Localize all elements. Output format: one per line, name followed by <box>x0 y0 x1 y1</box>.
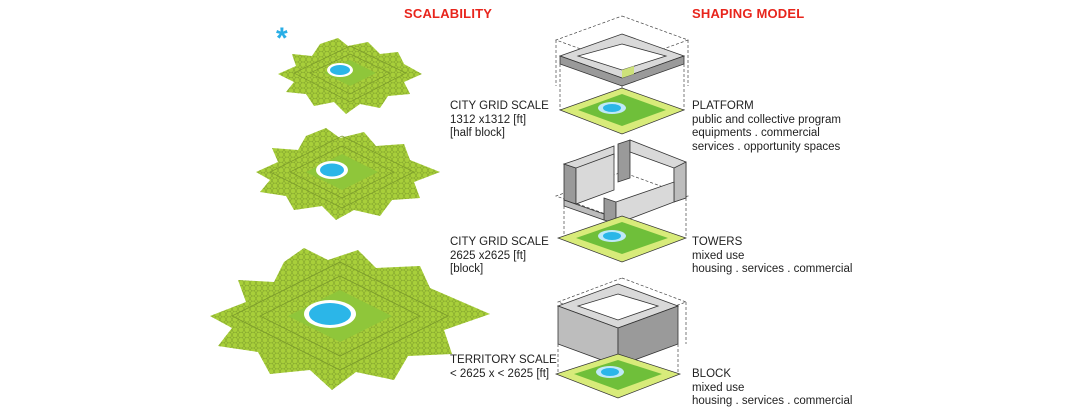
model-label-line: housing . services . commercial <box>692 263 853 275</box>
model-label-block: BLOCK mixed use housing . services . com… <box>692 368 852 409</box>
model-label-line: housing . services . commercial <box>692 395 853 407</box>
scale-label-territory: TERRITORY SCALE < 2625 x < 2625 [ft] <box>450 354 557 381</box>
scale-label-line: [half block] <box>450 127 505 139</box>
model-towers <box>554 139 690 263</box>
scale-label-line: 2625 x2625 [ft] <box>450 249 527 262</box>
scale-label-line: TERRITORY SCALE <box>450 354 557 366</box>
model-platform <box>554 15 690 135</box>
scale-label-line: < 2625 x < 2625 [ft] <box>450 367 550 380</box>
model-label-line: equipments . commercial <box>692 127 820 139</box>
asterisk-marker: * <box>276 22 288 55</box>
model-label-line: TOWERS <box>692 236 743 248</box>
scale-label-block: CITY GRID SCALE 2625 x2625 [ft] [block] <box>450 236 549 277</box>
model-label-line: BLOCK <box>692 368 731 380</box>
scale-label-line: CITY GRID SCALE <box>450 236 549 248</box>
model-label-line: services . opportunity spaces <box>692 140 841 153</box>
model-label-line: mixed use <box>692 249 745 262</box>
shaping-model-header: SHAPING MODEL <box>692 6 805 21</box>
scale-label-half-block: CITY GRID SCALE 1312 x1312 [ft] [half bl… <box>450 100 549 141</box>
scale-label-line: 1312 x1312 [ft] <box>450 113 527 126</box>
mesh-half-block <box>278 38 422 114</box>
model-label-platform: PLATFORM public and collective program e… <box>692 100 841 154</box>
scale-label-line: CITY GRID SCALE <box>450 100 549 112</box>
model-block <box>554 277 687 399</box>
mesh-block <box>256 128 440 220</box>
model-label-line: PLATFORM <box>692 100 754 112</box>
mesh-territory <box>210 248 490 390</box>
model-label-towers: TOWERS mixed use housing . services . co… <box>692 236 852 277</box>
scalability-header: SCALABILITY <box>404 6 493 21</box>
model-label-line: public and collective program <box>692 113 841 126</box>
model-label-line: mixed use <box>692 381 745 394</box>
scale-label-line: [block] <box>450 263 484 275</box>
